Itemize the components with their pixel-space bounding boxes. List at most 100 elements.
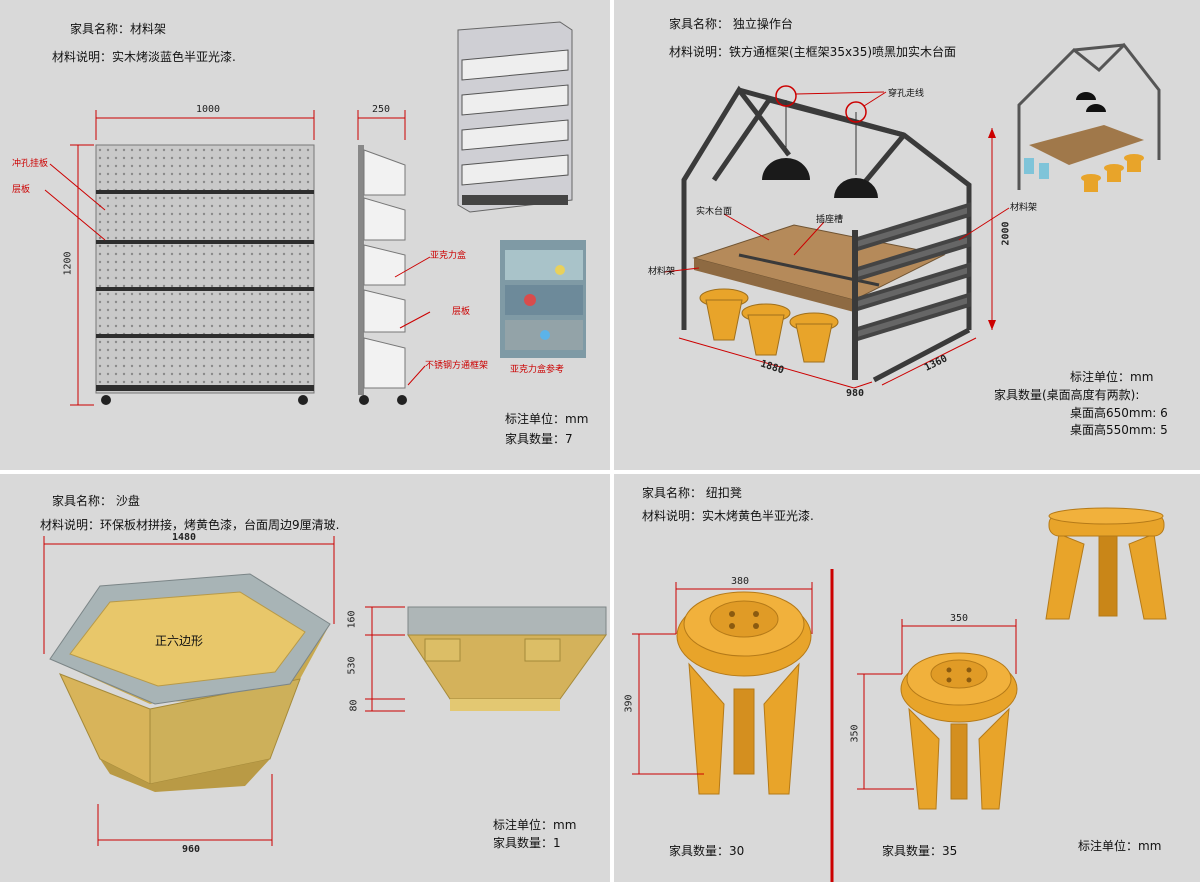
pegboard-hole <box>194 268 198 272</box>
pegboard-hole <box>226 236 230 240</box>
pegboard-hole <box>306 380 310 384</box>
pegboard-hole <box>306 340 310 344</box>
pegboard-hole <box>226 268 230 272</box>
pegboard-hole <box>258 156 262 160</box>
pegboard-hole <box>146 212 150 216</box>
pegboard-hole <box>98 156 102 160</box>
pegboard-hole <box>250 340 254 344</box>
pegboard-hole <box>306 212 310 216</box>
pegboard-hole <box>218 292 222 296</box>
pegboard-hole <box>162 236 166 240</box>
pegboard-hole <box>194 172 198 176</box>
pegboard-hole <box>106 348 110 352</box>
pegboard-hole <box>274 196 278 200</box>
pegboard-hole <box>146 380 150 384</box>
pegboard-hole <box>202 252 206 256</box>
pegboard-hole <box>266 260 270 264</box>
pegboard-hole <box>202 148 206 152</box>
pegboard-hole <box>218 364 222 368</box>
pegboard-hole <box>146 300 150 304</box>
pegboard-hole <box>290 260 294 264</box>
pegboard-hole <box>146 316 150 320</box>
pegboard-hole <box>266 300 270 304</box>
pegboard-hole <box>202 292 206 296</box>
pegboard-hole <box>266 180 270 184</box>
pegboard-hole <box>98 308 102 312</box>
pegboard-hole <box>210 148 214 152</box>
pegboard-hole <box>178 364 182 368</box>
pegboard-hole <box>266 164 270 168</box>
pegboard-hole <box>226 356 230 360</box>
panel4-dim-big-height: 390 <box>623 694 635 713</box>
pegboard-hole <box>258 268 262 272</box>
pegboard-hole <box>194 156 198 160</box>
pegboard-hole <box>298 300 302 304</box>
pegboard-hole <box>122 324 126 328</box>
pegboard-hole <box>194 316 198 320</box>
pegboard-hole <box>210 180 214 184</box>
pegboard-hole <box>258 372 262 376</box>
pegboard-hole <box>274 244 278 248</box>
pegboard-hole <box>170 220 174 224</box>
pegboard-hole <box>162 196 166 200</box>
pegboard-hole <box>242 308 246 312</box>
pegboard-hole <box>122 204 126 208</box>
pegboard-hole <box>170 164 174 168</box>
pegboard-hole <box>234 180 238 184</box>
pegboard-hole <box>154 156 158 160</box>
pegboard-hole <box>194 196 198 200</box>
pegboard-hole <box>298 340 302 344</box>
pegboard-hole <box>274 236 278 240</box>
pegboard-hole <box>266 284 270 288</box>
pegboard-hole <box>226 276 230 280</box>
pegboard-hole <box>170 292 174 296</box>
pegboard-hole <box>194 284 198 288</box>
pegboard-hole <box>170 252 174 256</box>
pegboard-hole <box>186 260 190 264</box>
pegboard-hole <box>138 348 142 352</box>
pegboard-hole <box>258 276 262 280</box>
pegboard-hole <box>130 164 134 168</box>
pegboard-hole <box>162 316 166 320</box>
pegboard-hole <box>186 220 190 224</box>
panel2-qty-650: 桌面高650mm: 6 <box>1070 406 1168 420</box>
pegboard-hole <box>146 196 150 200</box>
pegboard-hole <box>138 212 142 216</box>
pegboard-hole <box>154 356 158 360</box>
pegboard-hole <box>306 300 310 304</box>
pegboard-hole <box>242 244 246 248</box>
pegboard-hole <box>178 244 182 248</box>
pegboard-hole <box>218 324 222 328</box>
pegboard-hole <box>234 156 238 160</box>
pegboard-hole <box>138 236 142 240</box>
panel1-dim-height: 1200 <box>62 251 74 276</box>
pegboard-hole <box>106 204 110 208</box>
pegboard-hole <box>162 324 166 328</box>
pegboard-hole <box>298 380 302 384</box>
pegboard-hole <box>226 348 230 352</box>
pegboard-hole <box>266 236 270 240</box>
pegboard-hole <box>274 180 278 184</box>
pegboard-hole <box>258 316 262 320</box>
pegboard-hole <box>202 348 206 352</box>
pegboard-hole <box>122 300 126 304</box>
pegboard-hole <box>218 172 222 176</box>
panel2-qty-label: 家具数量(桌面高度有两款): <box>994 388 1140 402</box>
pegboard-hole <box>274 364 278 368</box>
pegboard-hole <box>242 212 246 216</box>
pegboard-hole <box>178 212 182 216</box>
pegboard-hole <box>114 348 118 352</box>
pegboard-hole <box>242 276 246 280</box>
pegboard-hole <box>290 228 294 232</box>
pegboard-hole <box>306 308 310 312</box>
pegboard-hole <box>242 172 246 176</box>
pegboard-hole <box>210 324 214 328</box>
pegboard-hole <box>218 236 222 240</box>
pegboard-hole <box>218 148 222 152</box>
pegboard-hole <box>106 220 110 224</box>
pegboard-hole <box>258 348 262 352</box>
pegboard-hole <box>106 380 110 384</box>
pegboard-hole <box>146 156 150 160</box>
pegboard-hole <box>266 340 270 344</box>
photo-caption: 亚克力盒参考 <box>510 365 565 375</box>
